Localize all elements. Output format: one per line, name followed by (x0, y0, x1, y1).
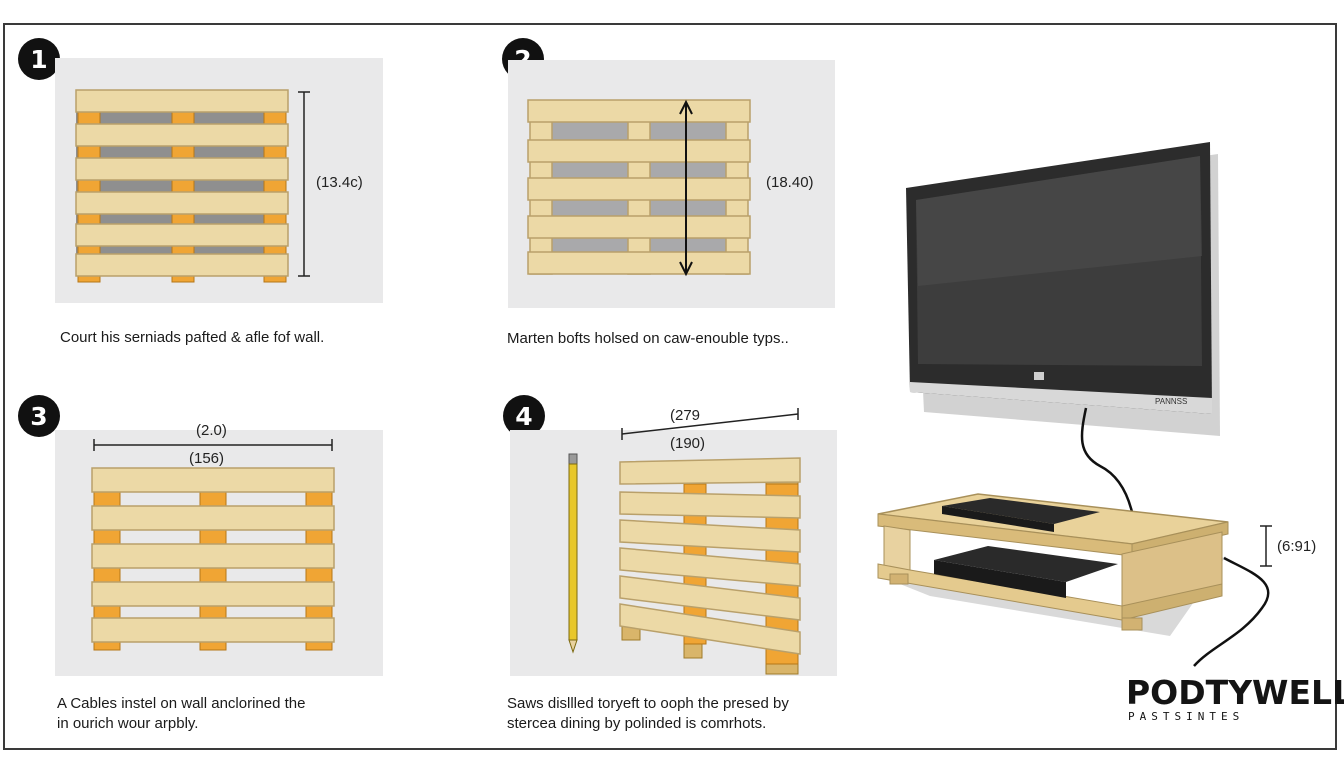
step-3-dimension-inner: (156) (189, 450, 225, 467)
step-2-caption: Marten bofts holsed on caw-enouble typs.… (507, 330, 789, 347)
pencil-icon (568, 453, 578, 654)
brand-logo: PODTYWELL PASTSINTES (1126, 673, 1344, 724)
step-4-dimension-outer: (279 (670, 407, 701, 424)
step-4-dimension-inner: (190) (670, 435, 706, 452)
step-3-dimension-outer: (2.0) (196, 422, 227, 439)
step-2-dimension: (18.40) (766, 174, 814, 191)
step-2-pallet-illustration (527, 99, 751, 277)
step-3-caption-line-1: A Cables instel on wall anclorined the (57, 695, 306, 712)
step-1-dimension: (13.4c) (316, 174, 363, 191)
diagram-frame (3, 23, 1337, 750)
step-4-caption-line-2: stercea dining by polinded is comrhots. (507, 715, 767, 732)
step-4-caption-line-1: Saws disllled toryeft to ooph the presed… (507, 695, 789, 712)
step-3-width-dimension-line (93, 439, 333, 451)
tv-stand-scene (877, 142, 1272, 667)
brand-logo-sub: PASTSINTES (1128, 710, 1245, 723)
step-1-caption: Court his serniads pafted & afle fof wal… (60, 329, 325, 346)
stand-height-dimension: (6:91) (1277, 538, 1317, 555)
step-4-width-dimension-line (621, 408, 799, 440)
step-1-pallet-illustration (75, 89, 310, 283)
step-4-caption: Saws disllled toryeft to ooph the presed… (507, 694, 789, 734)
step-3-pallet-illustration (91, 467, 335, 651)
step-3-caption: A Cables instel on wall anclorined the i… (57, 694, 305, 734)
step-3-caption-line-2: in ourich wour arpbly. (57, 715, 199, 732)
step-1-badge: 1 (18, 38, 60, 80)
brand-logo-main: PODTYWELL (1126, 673, 1344, 712)
tv-stand-icon (877, 493, 1229, 631)
step-3-badge: 3 (18, 395, 60, 437)
tv-icon (906, 142, 1212, 414)
tv-brand-label: PANNSS (1155, 397, 1188, 406)
step-4-pallet-illustration (619, 457, 801, 675)
